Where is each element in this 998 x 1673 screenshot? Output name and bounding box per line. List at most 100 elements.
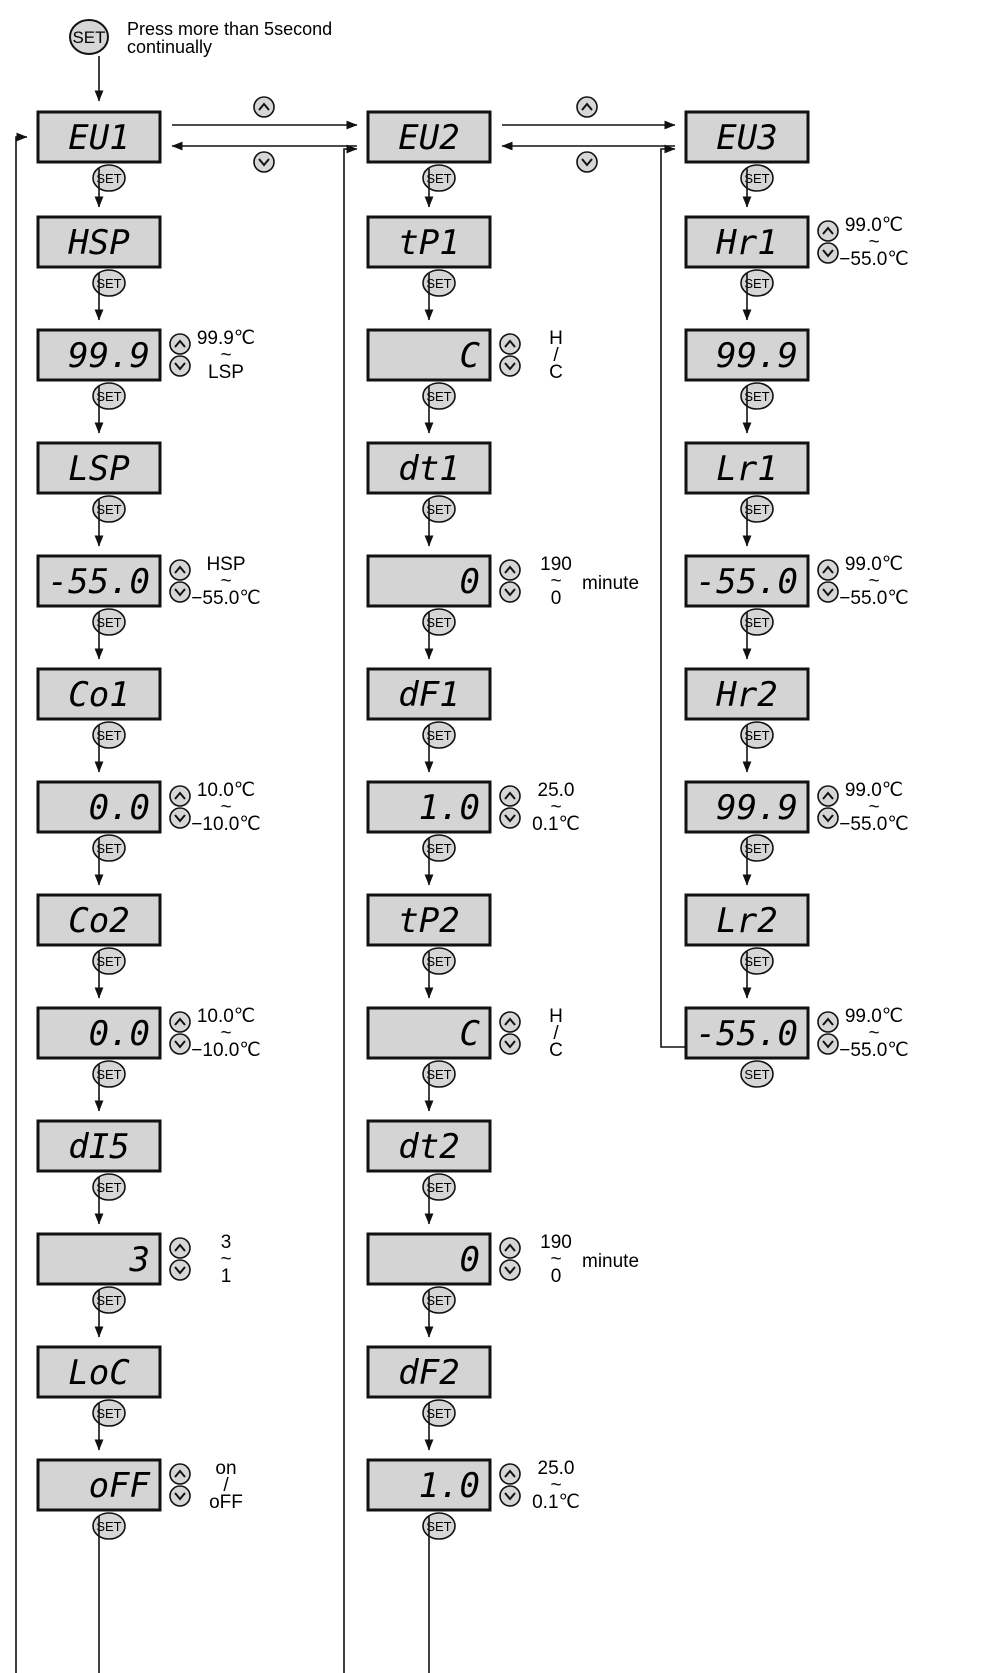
- set-key[interactable]: SET: [422, 382, 456, 410]
- set-key[interactable]: SET: [92, 495, 126, 523]
- up-key[interactable]: [169, 785, 191, 807]
- set-key[interactable]: SET: [422, 1399, 456, 1427]
- up-key[interactable]: [817, 1011, 839, 1033]
- set-key[interactable]: SET: [92, 1512, 126, 1540]
- group-eu2: EU2: [366, 110, 492, 164]
- set-key[interactable]: SET: [422, 1060, 456, 1088]
- set-key[interactable]: SET: [740, 834, 774, 862]
- range-down-value: −55.0℃: [839, 814, 908, 835]
- up-key[interactable]: [817, 785, 839, 807]
- down-key[interactable]: [169, 1033, 191, 1055]
- set-key-label: SET: [426, 1067, 451, 1082]
- set-key[interactable]: SET: [740, 608, 774, 636]
- up-key[interactable]: [169, 333, 191, 355]
- set-key[interactable]: SET: [92, 721, 126, 749]
- down-key[interactable]: [499, 581, 521, 603]
- set-key[interactable]: SET: [92, 1399, 126, 1427]
- range-down-value: −55.0℃: [191, 588, 260, 609]
- display-text: 0: [460, 562, 480, 602]
- set-key-eu1[interactable]: SET: [92, 164, 126, 192]
- up-key[interactable]: [499, 1463, 521, 1485]
- down-key[interactable]: [499, 1033, 521, 1055]
- range-down-value: −55.0℃: [839, 1040, 908, 1061]
- down-key[interactable]: [817, 581, 839, 603]
- down-key[interactable]: [169, 807, 191, 829]
- down-key[interactable]: [499, 1259, 521, 1281]
- down-key[interactable]: [169, 355, 191, 377]
- down-key[interactable]: [499, 355, 521, 377]
- set-key[interactable]: SET: [422, 608, 456, 636]
- nav-up-key-1[interactable]: [253, 96, 275, 118]
- down-key[interactable]: [169, 1485, 191, 1507]
- range-up-value: 10.0℃: [197, 780, 255, 801]
- down-key[interactable]: [499, 807, 521, 829]
- up-key[interactable]: [817, 559, 839, 581]
- up-key[interactable]: [817, 220, 839, 242]
- set-key[interactable]: SET: [740, 382, 774, 410]
- down-key[interactable]: [817, 1033, 839, 1055]
- down-key[interactable]: [169, 581, 191, 603]
- down-key[interactable]: [169, 1259, 191, 1281]
- set-key[interactable]: SET: [92, 1173, 126, 1201]
- display-text: oFF: [89, 1466, 151, 1506]
- set-key[interactable]: SET: [422, 495, 456, 523]
- range-up-value: 190: [540, 1232, 572, 1253]
- set-key-label: SET: [96, 1067, 121, 1082]
- set-key-eu2[interactable]: SET: [422, 164, 456, 192]
- display-eu3-7: -55.0: [684, 1006, 810, 1060]
- set-key[interactable]: SET: [92, 1060, 126, 1088]
- display-text: C: [460, 336, 481, 376]
- set-key[interactable]: SET: [92, 269, 126, 297]
- range-up-value: 99.9℃: [197, 328, 255, 349]
- set-key[interactable]: SET: [92, 834, 126, 862]
- set-key-label: SET: [426, 276, 451, 291]
- range-separator: ~: [868, 797, 879, 818]
- up-key[interactable]: [499, 333, 521, 355]
- set-key[interactable]: SET: [422, 1173, 456, 1201]
- range-up-value: 3: [221, 1232, 232, 1253]
- nav-up-key-2[interactable]: [576, 96, 598, 118]
- down-key[interactable]: [817, 242, 839, 264]
- display-text: dF1: [398, 675, 459, 715]
- nav-down-key-1[interactable]: [253, 151, 275, 173]
- set-key[interactable]: SET: [422, 1286, 456, 1314]
- down-key[interactable]: [499, 1485, 521, 1507]
- set-key[interactable]: SET: [740, 947, 774, 975]
- range-down-value: 1: [221, 1266, 232, 1287]
- display-eu1-11: oFF: [36, 1458, 162, 1512]
- display-text: dt1: [398, 449, 459, 489]
- set-key[interactable]: SET: [92, 382, 126, 410]
- up-key[interactable]: [169, 1463, 191, 1485]
- down-key[interactable]: [817, 807, 839, 829]
- set-key[interactable]: SET: [92, 1286, 126, 1314]
- group-eu1-text: EU1: [68, 118, 129, 158]
- range-up-value: 25.0: [538, 780, 575, 801]
- up-key[interactable]: [499, 559, 521, 581]
- set-key-eu3[interactable]: SET: [740, 164, 774, 192]
- set-key[interactable]: SET: [92, 947, 126, 975]
- set-key[interactable]: SET: [422, 834, 456, 862]
- up-key[interactable]: [169, 1011, 191, 1033]
- set-key[interactable]: SET: [422, 947, 456, 975]
- display-eu1-5: 0.0: [36, 780, 162, 834]
- set-key[interactable]: SET: [422, 1512, 456, 1540]
- up-key[interactable]: [169, 1237, 191, 1259]
- set-key[interactable]: SET: [422, 269, 456, 297]
- display-eu1-0: HSP: [36, 215, 162, 269]
- set-key[interactable]: SET: [740, 269, 774, 297]
- display-text: 99.9: [716, 336, 798, 376]
- set-key[interactable]: SET: [740, 721, 774, 749]
- start-set-button[interactable]: SET: [69, 19, 109, 55]
- up-key[interactable]: [169, 559, 191, 581]
- set-key-label: SET: [96, 615, 121, 630]
- display-text: HSP: [67, 223, 129, 263]
- up-key[interactable]: [499, 785, 521, 807]
- set-key[interactable]: SET: [740, 1060, 774, 1088]
- up-key[interactable]: [499, 1011, 521, 1033]
- set-key[interactable]: SET: [740, 495, 774, 523]
- set-key[interactable]: SET: [92, 608, 126, 636]
- up-key[interactable]: [499, 1237, 521, 1259]
- display-eu3-2: Lr1: [684, 441, 810, 495]
- nav-down-key-2[interactable]: [576, 151, 598, 173]
- set-key[interactable]: SET: [422, 721, 456, 749]
